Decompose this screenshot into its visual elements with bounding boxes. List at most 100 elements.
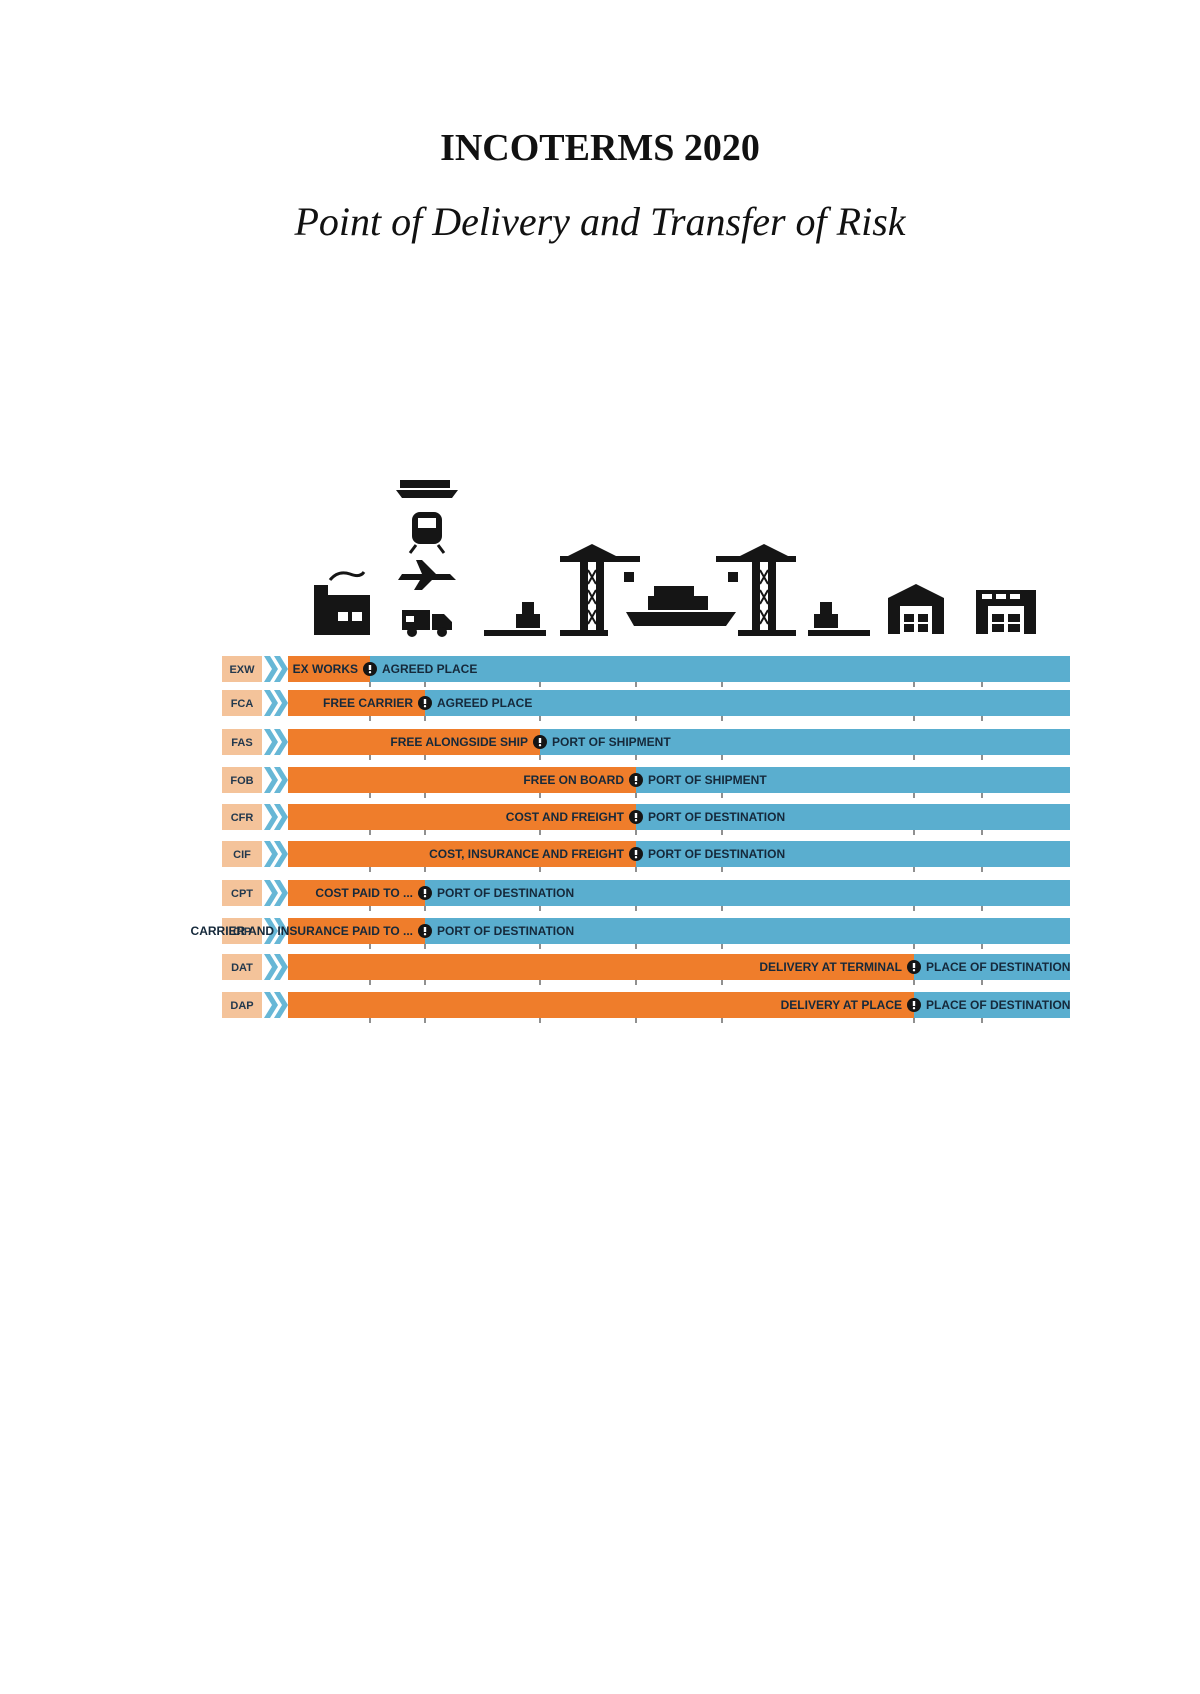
- seller-segment: [288, 841, 636, 867]
- buyer-label: AGREED PLACE: [437, 696, 532, 710]
- buyer-segment: [370, 656, 1070, 682]
- term-code-box: [222, 841, 262, 867]
- term-code: DAT: [231, 962, 253, 974]
- term-code: FOB: [230, 775, 253, 787]
- port-crane-icon: [716, 544, 796, 636]
- term-code: CPT: [231, 888, 253, 900]
- term-code-box: [222, 954, 262, 980]
- buyer-segment: [914, 954, 1070, 980]
- chevron-icon: [264, 656, 278, 682]
- ship-icon: [396, 480, 458, 498]
- page-subtitle: Point of Delivery and Transfer of Risk: [294, 199, 906, 244]
- container-ship-icon: [626, 586, 736, 626]
- buyer-label: PORT OF DESTINATION: [437, 924, 574, 938]
- factory-icon: [314, 571, 370, 635]
- risk-transfer-marker: [629, 810, 643, 824]
- buyer-label: PORT OF DESTINATION: [648, 847, 785, 861]
- incoterm-row-cpt: CPT COST PAID TO ... PORT OF DESTINATION: [222, 880, 1070, 911]
- chevron-icon: [274, 804, 288, 830]
- seller-label: FREE ALONGSIDE SHIP: [390, 735, 528, 749]
- term-code-box: [222, 656, 262, 682]
- chevron-icon: [274, 690, 288, 716]
- term-code: CFR: [231, 812, 254, 824]
- seller-label: FREE ON BOARD: [523, 773, 624, 787]
- seller-segment: [288, 767, 636, 793]
- chevron-icon: [264, 954, 278, 980]
- chevron-icon: [274, 656, 288, 682]
- risk-transfer-marker: [629, 773, 643, 787]
- cargo-boxes-icon: [484, 602, 546, 636]
- incoterm-row-fas: FAS FREE ALONGSIDE SHIP PORT OF SHIPMENT: [222, 729, 1070, 760]
- buyer-segment: [914, 992, 1070, 1018]
- term-code: EXW: [229, 664, 255, 676]
- term-code: FCA: [231, 698, 254, 710]
- seller-label: COST, INSURANCE AND FREIGHT: [429, 847, 625, 861]
- buyer-segment: [425, 880, 1070, 906]
- risk-transfer-marker: [418, 886, 432, 900]
- warehouse-icon: [976, 590, 1036, 634]
- buyer-segment: [540, 729, 1070, 755]
- term-code-box: [222, 880, 262, 906]
- seller-segment: [288, 656, 370, 682]
- seller-label: EX WORKS: [293, 662, 358, 676]
- risk-transfer-marker: [418, 696, 432, 710]
- buyer-segment: [636, 767, 1070, 793]
- chevron-icon: [264, 918, 278, 944]
- buyer-segment: [425, 918, 1070, 944]
- term-code-box: [222, 729, 262, 755]
- term-code-box: [222, 767, 262, 793]
- buyer-label: PORT OF DESTINATION: [437, 886, 574, 900]
- term-code-box: [222, 804, 262, 830]
- chevron-icon: [274, 918, 288, 944]
- incoterm-row-cif: CIF COST, INSURANCE AND FREIGHT PORT OF DE…: [222, 841, 1070, 872]
- seller-segment: [288, 880, 425, 906]
- warehouse-icon: [888, 584, 944, 634]
- airplane-icon: [398, 560, 456, 590]
- risk-transfer-marker: [418, 924, 432, 938]
- buyer-label: PORT OF DESTINATION: [648, 810, 785, 824]
- term-code: CIF: [233, 849, 251, 861]
- buyer-label: PORT OF SHIPMENT: [648, 773, 767, 787]
- transport-icons: [314, 480, 1036, 637]
- seller-segment: [288, 690, 425, 716]
- risk-transfer-marker: [907, 960, 921, 974]
- seller-segment: [288, 729, 540, 755]
- seller-segment: [288, 918, 425, 944]
- term-code: CIP: [233, 926, 251, 938]
- chevron-icon: [274, 729, 288, 755]
- truck-icon: [402, 610, 452, 637]
- term-code: FAS: [231, 737, 252, 749]
- seller-segment: [288, 804, 636, 830]
- buyer-label: PLACE OF DESTINATION: [926, 998, 1070, 1012]
- seller-segment: [288, 954, 914, 980]
- buyer-segment: [425, 690, 1070, 716]
- incoterm-row-fob: FOB FREE ON BOARD PORT OF SHIPMENT: [222, 767, 1070, 798]
- term-code-box: [222, 690, 262, 716]
- seller-label: COST PAID TO ...: [315, 886, 413, 900]
- risk-transfer-marker: [629, 847, 643, 861]
- chevron-icon: [274, 767, 288, 793]
- chevron-icon: [274, 954, 288, 980]
- buyer-segment: [636, 841, 1070, 867]
- seller-label: CARRIER AND INSURANCE PAID TO ...: [191, 924, 413, 938]
- chevron-icon: [274, 880, 288, 906]
- buyer-label: PLACE OF DESTINATION: [926, 960, 1070, 974]
- risk-transfer-marker: [363, 662, 377, 676]
- buyer-label: PORT OF SHIPMENT: [552, 735, 671, 749]
- chevron-icon: [264, 690, 278, 716]
- chevron-icon: [264, 767, 278, 793]
- chevron-icon: [264, 729, 278, 755]
- chevron-icon: [264, 992, 278, 1018]
- term-code-box: [222, 918, 262, 944]
- risk-transfer-marker: [533, 735, 547, 749]
- seller-label: FREE CARRIER: [323, 696, 413, 710]
- seller-segment: [288, 992, 914, 1018]
- buyer-segment: [636, 804, 1070, 830]
- chevron-icon: [274, 992, 288, 1018]
- term-code: DAP: [230, 1000, 253, 1012]
- page-title: INCOTERMS 2020: [440, 127, 760, 169]
